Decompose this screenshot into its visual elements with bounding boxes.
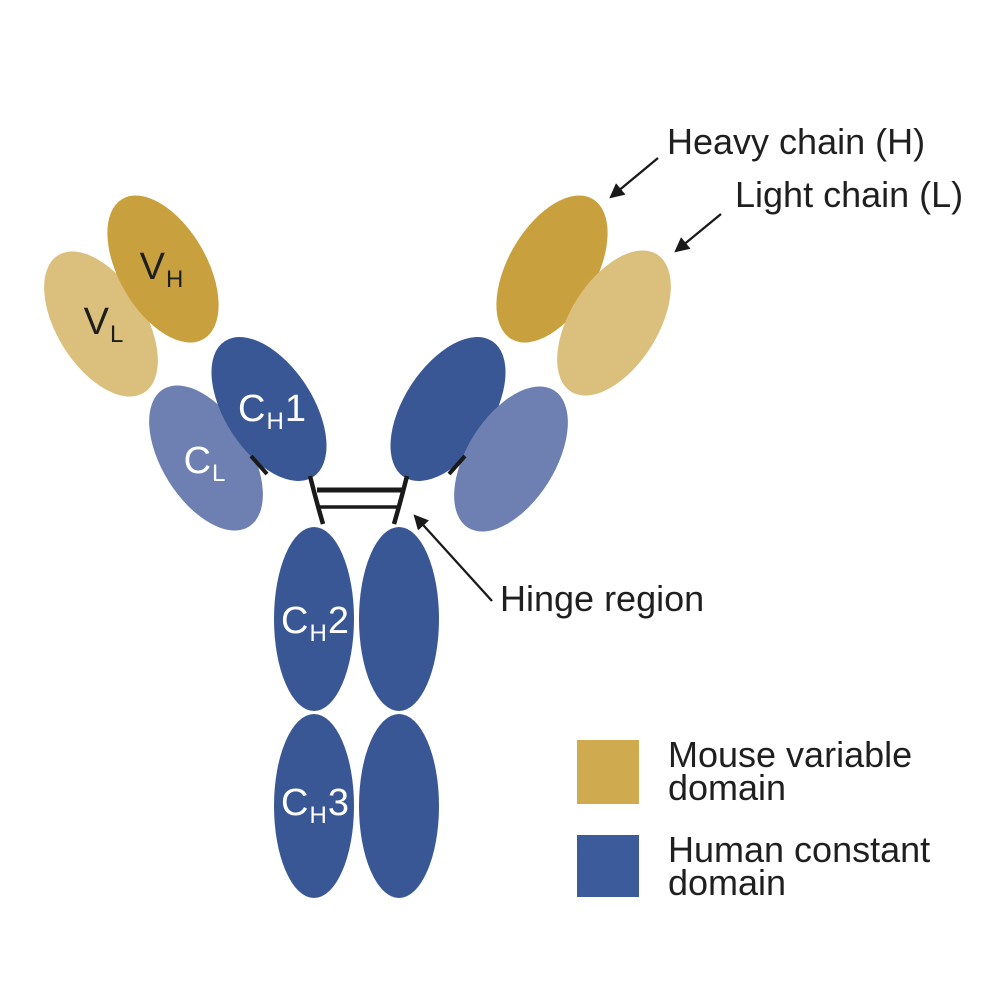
ch3-tail: 3 [327,782,349,824]
ch2-domain-label: CH2 [281,600,349,646]
cl-domain-left-ellipse [149,385,263,531]
ch3-domain-left-ellipse [274,714,354,898]
human-constant-swatch [577,835,639,897]
cl-main: C [183,440,212,482]
ch2-tail: 2 [327,600,349,642]
ch2-domain-left-ellipse [274,527,354,711]
vh-domain-label: VH [139,246,185,292]
vl-domain-label: VL [83,301,125,347]
ch2-sub: H [309,620,327,647]
human-constant-line2: domain [668,862,787,903]
mouse-variable-swatch [577,740,639,804]
cl-domain-label: CL [183,440,227,486]
ch3-domain-label: CH3 [281,782,349,828]
human-constant-line1: Human constant [668,829,931,870]
ch1-domain-left-ellipse [211,336,327,482]
mouse-variable-swatch-rect [577,740,639,804]
human-constant-swatch-rect [577,835,639,897]
ch1-tail: 1 [284,388,306,430]
light-chain-arrow [674,213,722,253]
vh-main: V [139,246,166,288]
vl-domain-right-ellipse [557,250,671,396]
light-chain-annotation: Light chain (L) [735,174,964,215]
hinge-connector-left [307,475,326,525]
vh-domain-left-ellipse [107,195,219,343]
vl-main: V [83,301,109,343]
heavy-light-bond-right [447,454,467,476]
ch1-main: C [238,388,266,430]
hinge-connector-right [391,475,410,525]
vh-sub: H [166,266,184,293]
ch1-domain-right-ellipse [390,336,506,482]
mouse-variable-line2: domain [668,767,787,808]
heavy-light-bond-left [249,454,269,476]
ch3-domain-right-ellipse [359,714,439,898]
vl-sub: L [110,321,124,348]
ch1-sub: H [266,408,284,435]
ch3-main: C [281,782,309,824]
heavy-chain-annotation: Heavy chain (H) [667,121,926,162]
hinge-region-arrow [413,514,493,602]
vl-domain-left-ellipse [44,251,158,397]
hinge-region-annotation: Hinge region [500,578,705,619]
cl-domain-right-ellipse [454,386,568,532]
mouse-variable-line1: Mouse variable [668,734,913,775]
ch2-main: C [281,600,309,642]
ch2-domain-right-ellipse [359,527,439,711]
ch1-domain-label: CH1 [238,388,306,434]
ch3-sub: H [309,802,327,829]
cl-sub: L [212,460,226,487]
heavy-chain-arrow [609,157,659,199]
